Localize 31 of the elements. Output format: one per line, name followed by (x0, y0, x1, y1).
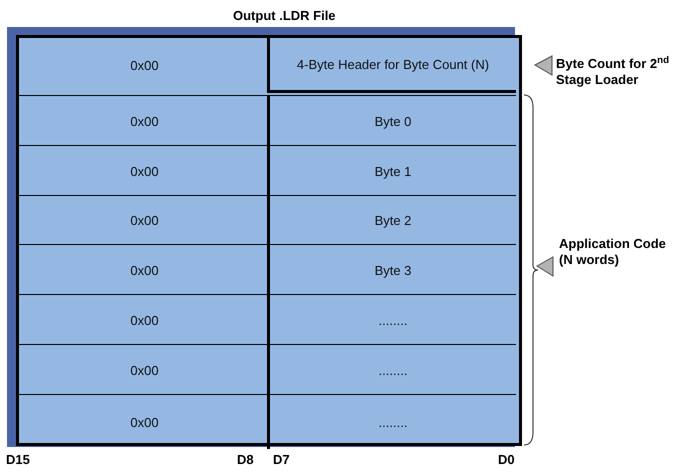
cell-text: ........ (378, 414, 408, 430)
data-cell (267, 95, 516, 146)
cell-text: Byte 3 (374, 262, 412, 278)
title: Output .LDR File (233, 7, 336, 25)
cell-text: 0x00 (129, 414, 160, 430)
annotation-text: Byte Count for 2$^{nd}$ Stage Loader (556, 56, 670, 88)
bit-label: D8 (237, 452, 254, 468)
cell-text: ........ (378, 362, 408, 378)
data-cell (267, 294, 516, 345)
cell-text: Byte 0 (374, 112, 412, 130)
cell-text: 0x00 (129, 312, 160, 328)
bit-label: D7 (273, 452, 290, 468)
cell-text: 0x00 (129, 362, 160, 378)
data-cell (267, 244, 516, 295)
cell-text: 0x00 (129, 212, 160, 229)
cell-text: Byte 2 (374, 212, 412, 229)
data-cell (267, 344, 516, 395)
bit-label: D0 (498, 452, 515, 468)
bit-label: D15 (6, 452, 30, 468)
cell-text: 4-Byte Header for Byte Count (N) (296, 56, 490, 72)
annotation-text: Application Code (N words) (559, 236, 667, 268)
cell-text: 0x00 (129, 112, 160, 130)
cell-text: 0x00 (129, 162, 160, 180)
data-cell (267, 394, 516, 449)
cell-text: Byte 1 (374, 162, 412, 180)
cell-text: 0x00 (129, 57, 160, 74)
data-cell (267, 145, 516, 196)
cell-text: 0x00 (129, 262, 160, 278)
data-cell (267, 195, 516, 245)
data-cell (267, 38, 516, 93)
cell-text: ........ (378, 312, 408, 328)
